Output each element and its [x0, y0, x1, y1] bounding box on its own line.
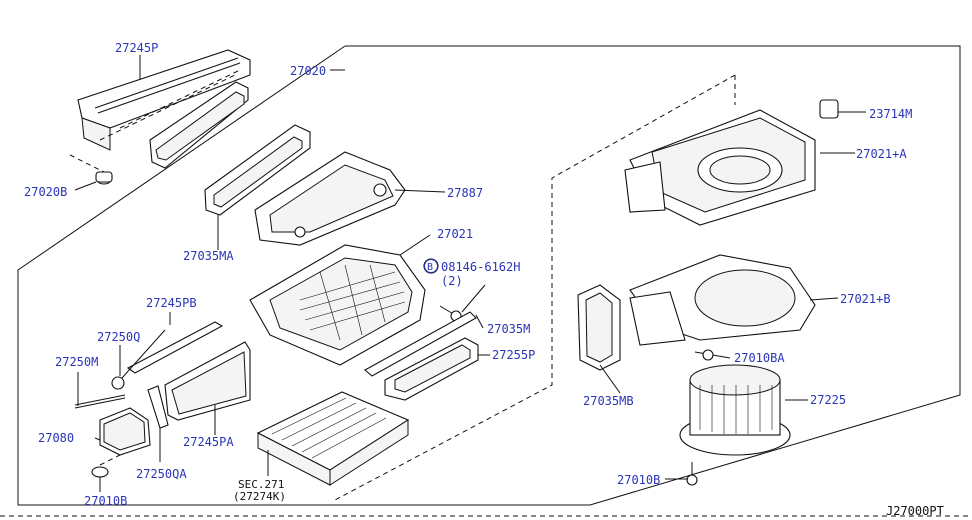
strip-27245PB	[126, 321, 224, 374]
label-27245PA[interactable]: 27245PA	[183, 435, 234, 449]
label-27250QA[interactable]: 27250QA	[136, 467, 187, 481]
label-27010BA[interactable]: 27010BA	[734, 351, 785, 365]
actuator-27080	[99, 407, 151, 456]
duct-27887	[254, 151, 406, 246]
rod-27250M	[74, 372, 126, 409]
bracket-27255P	[384, 337, 479, 401]
cover-27245PA	[164, 341, 251, 421]
diagram-code: J27000PT	[886, 504, 944, 518]
label-27035MA[interactable]: 27035MA	[183, 249, 234, 263]
screw-27010B-left	[91, 454, 121, 492]
screw-27010B-right	[686, 462, 698, 486]
seal-27035M	[364, 311, 477, 377]
label-27035MB[interactable]: 27035MB	[583, 394, 634, 408]
cover-27245P	[77, 49, 251, 169]
filter-sec271	[256, 391, 410, 486]
screw-27010BA	[694, 349, 731, 361]
label-27010B-right[interactable]: 27010B	[617, 473, 660, 487]
bolt-b-letter: B	[427, 262, 433, 273]
label-27021[interactable]: 27021	[437, 227, 473, 241]
case-27021A	[624, 109, 816, 226]
label-27080[interactable]: 27080	[38, 431, 74, 445]
links-27250Q	[111, 329, 169, 462]
label-27021-B[interactable]: 27021+B	[840, 292, 891, 306]
label-27245P[interactable]: 27245P	[115, 41, 158, 55]
label-27255P[interactable]: 27255P	[492, 348, 535, 362]
label-sec271-ref: (27274K)	[233, 490, 286, 503]
gasket-27035MA	[204, 124, 311, 216]
label-27020[interactable]: 27020	[290, 64, 326, 78]
label-27245PB[interactable]: 27245PB	[146, 296, 197, 310]
label-27887[interactable]: 27887	[447, 186, 483, 200]
case-27021B	[629, 254, 816, 346]
label-27225[interactable]: 27225	[810, 393, 846, 407]
label-27010B-left[interactable]: 27010B	[84, 494, 127, 508]
label-23714M[interactable]: 23714M	[869, 107, 912, 121]
clip-27020B	[69, 154, 113, 191]
motor-27225	[679, 364, 791, 456]
gasket-27035MB	[577, 284, 621, 371]
label-sec271[interactable]: SEC.271	[238, 478, 284, 491]
housing-27021	[249, 244, 426, 366]
leader-lines	[94, 55, 855, 480]
assembly-frame	[0, 45, 972, 517]
grommet-23714M	[819, 99, 866, 119]
label-27250M[interactable]: 27250M	[55, 355, 98, 369]
label-08146-6162H[interactable]: 08146-6162H	[441, 260, 520, 274]
label-27020B[interactable]: 27020B	[24, 185, 67, 199]
bolt-b-symbol: B	[424, 259, 438, 273]
label-27250Q[interactable]: 27250Q	[97, 330, 140, 344]
label-27035M[interactable]: 27035M	[487, 322, 530, 336]
label-27021-A[interactable]: 27021+A	[856, 147, 907, 161]
label-08146-qty: (2)	[441, 274, 463, 288]
